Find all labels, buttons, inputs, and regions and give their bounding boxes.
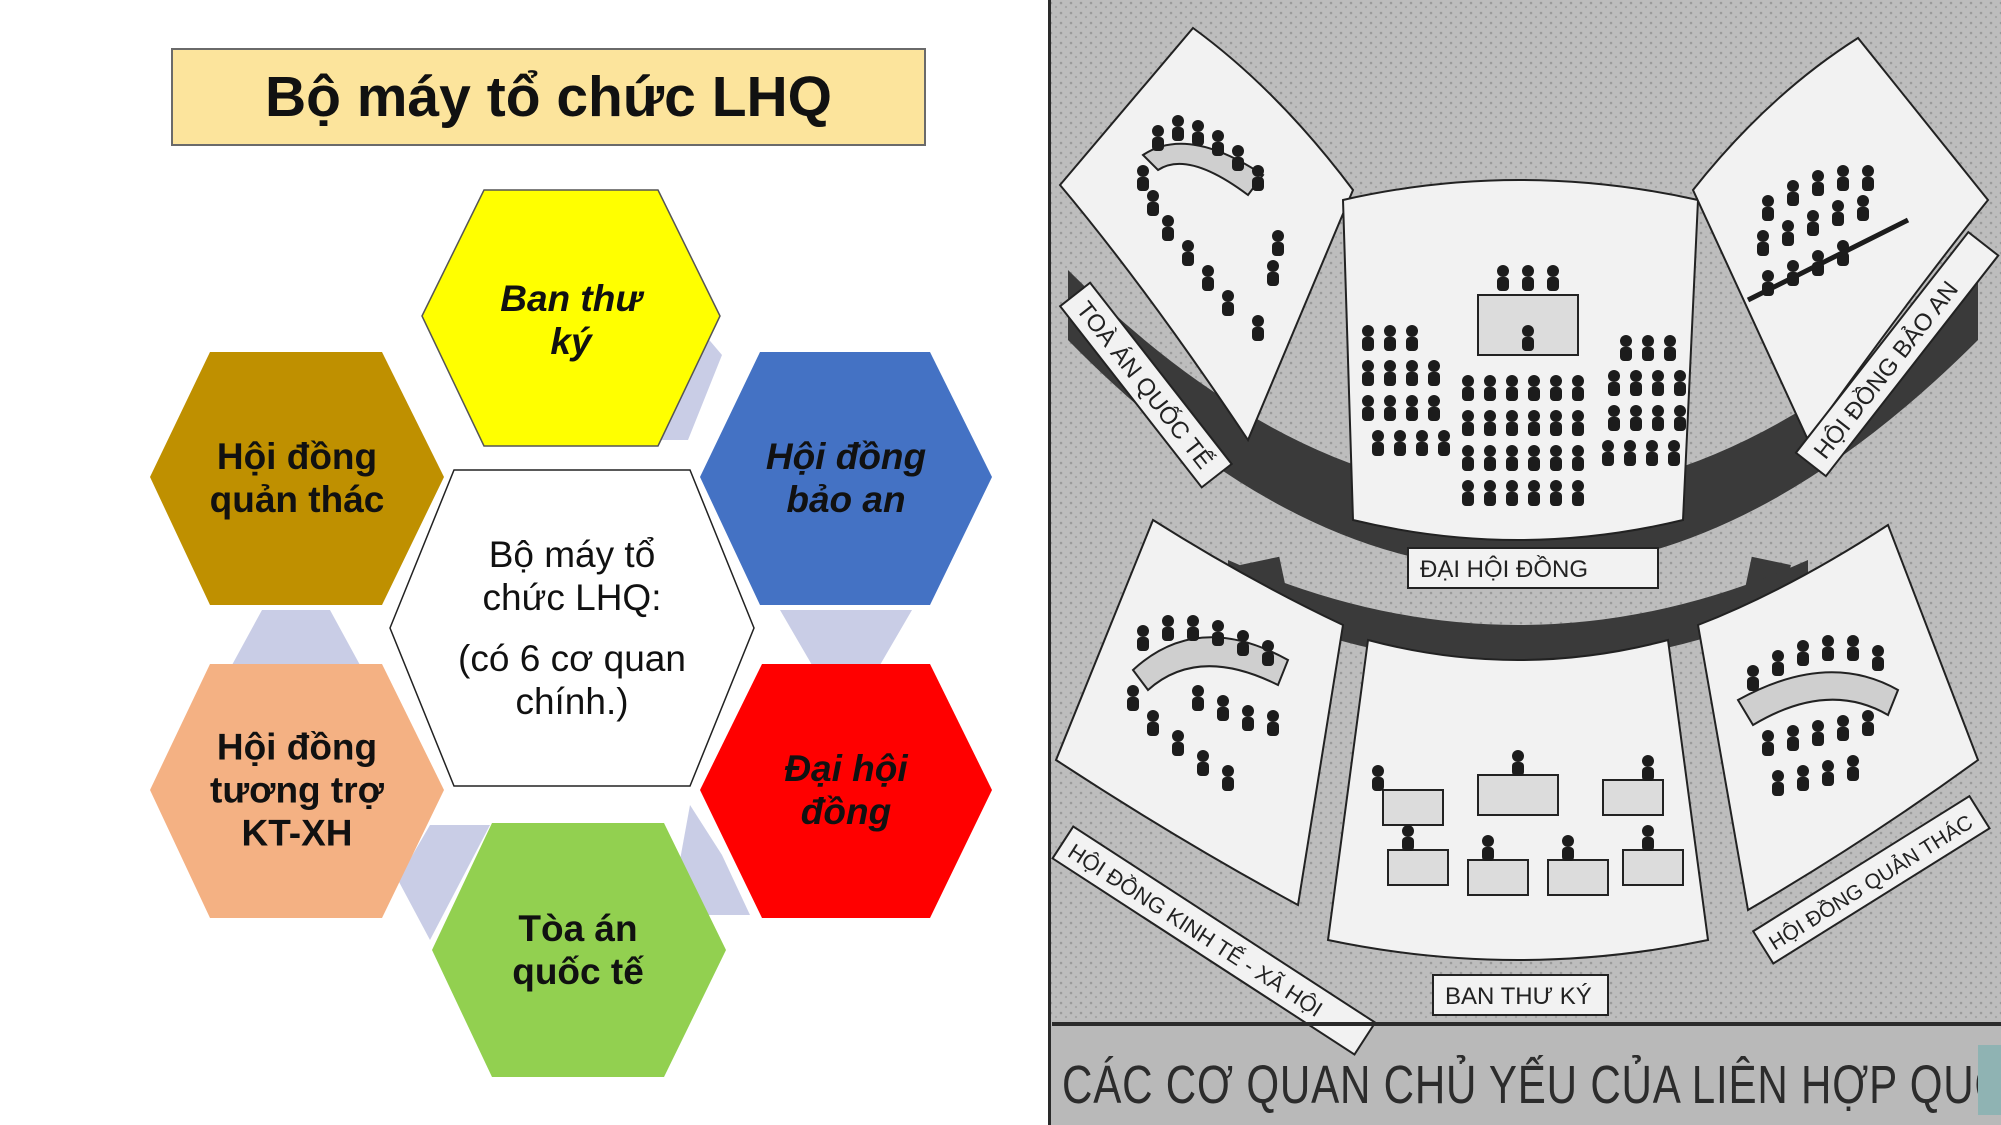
diagram-title: Bộ máy tổ chức LHQ <box>171 48 926 146</box>
hex-security-council[interactable] <box>700 352 992 605</box>
panel-icj <box>1058 26 1355 443</box>
hex-trusteeship[interactable] <box>150 352 444 605</box>
plaque-general-assembly: ĐẠI HỘI ĐỒNG <box>1420 555 1588 583</box>
caption-rule <box>1052 1022 2001 1026</box>
center-label: Bộ máy tổ chức LHQ: (có 6 cơ quan chính.… <box>452 533 692 723</box>
panel-trusteeship <box>1696 523 1980 912</box>
label-ecosoc: Hội đồng tương trợ KT-XH <box>210 726 384 854</box>
edge-scroll-tab <box>1978 1045 2001 1115</box>
label-secretariat: Ban thư ký <box>500 278 642 362</box>
hex-center <box>389 469 755 787</box>
label-general-assembly: Đại hội đồng <box>784 748 908 832</box>
label-security-council: Hội đồng bảo an <box>765 436 927 520</box>
illustration-caption: CÁC CƠ QUAN CHỦ YẾU CỦA LIÊN HỢP QUỐC <box>1062 1055 2001 1115</box>
hex-general-assembly[interactable] <box>700 664 992 918</box>
center-line-2: (có 6 cơ quan chính.) <box>458 638 686 722</box>
hex-icj[interactable] <box>432 823 726 1077</box>
illustration-drawing: TOÀ ÁN QUỐC TẾ ĐẠI HỘI ĐỒNG HỘI ĐỒNG BẢO… <box>1051 0 2001 1056</box>
panel-security-council <box>1691 36 1990 442</box>
hex-secretariat[interactable] <box>421 189 721 447</box>
connector-icj-ecosoc <box>398 825 490 940</box>
plaque-secretariat: BAN THƯ KÝ <box>1445 983 1592 1010</box>
hex-connectors <box>232 315 912 940</box>
hex-ecosoc[interactable] <box>150 664 444 918</box>
un-organs-illustration: TOÀ ÁN QUỐC TẾ ĐẠI HỘI ĐỒNG HỘI ĐỒNG BẢO… <box>1048 0 2001 1125</box>
connector-ecosoc-trusteeship <box>232 610 360 665</box>
label-trusteeship: Hội đồng quản thác <box>209 436 385 520</box>
center-line-1: Bộ máy tổ chức LHQ: <box>482 534 662 618</box>
hexagon-diagram <box>150 189 992 1077</box>
label-icj: Tòa án quốc tế <box>512 908 644 992</box>
illustration-border <box>1048 0 1051 1125</box>
connector-security-assembly <box>780 610 912 665</box>
panel-ecosoc <box>1054 518 1345 907</box>
